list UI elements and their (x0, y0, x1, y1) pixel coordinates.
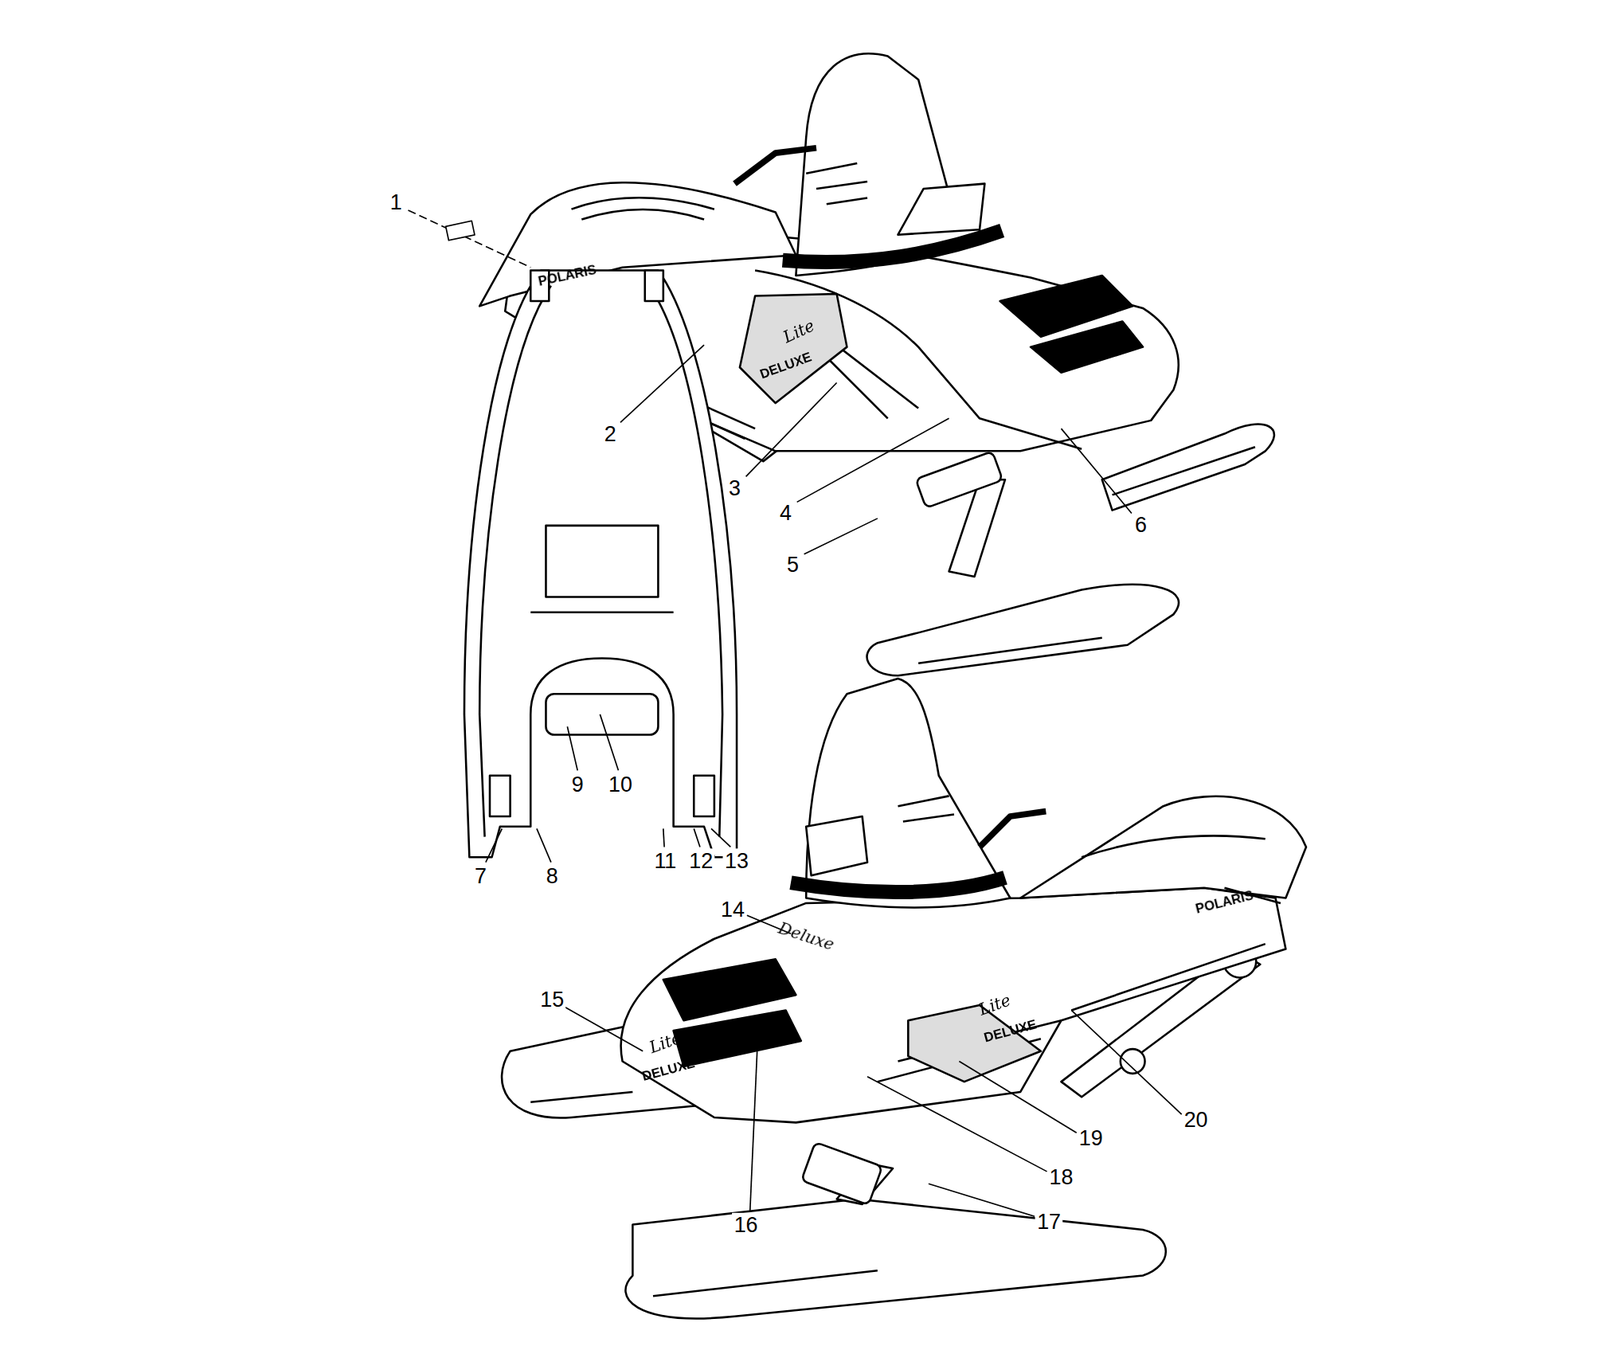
callout-number: 18 (1047, 1165, 1076, 1189)
callout-number: 14 (718, 897, 747, 921)
rear-view-hood (464, 270, 737, 858)
callout-number: 12 (687, 848, 716, 872)
callout-number: 3 (726, 476, 743, 500)
callout-number: 13 (723, 848, 752, 872)
callout-number: 17 (1035, 1209, 1064, 1233)
callout-number: 15 (538, 987, 567, 1011)
callout-number: 6 (1132, 512, 1149, 536)
callout-number: 1 (387, 190, 404, 214)
callout-number: 2 (602, 422, 619, 446)
callout-number: 5 (784, 552, 801, 576)
callout-number: 9 (569, 771, 586, 795)
callout-number: 8 (543, 864, 560, 888)
callout-number: 7 (472, 864, 489, 888)
callout-number: 11 (652, 848, 679, 872)
leader-lines (408, 210, 1182, 1217)
callout-number: 10 (606, 771, 634, 795)
callout-number: 4 (778, 500, 795, 524)
callout-number: 16 (731, 1212, 760, 1237)
callout-number: 19 (1076, 1126, 1105, 1150)
bottom-sled (501, 678, 1307, 1319)
callout-number: 20 (1181, 1107, 1210, 1131)
